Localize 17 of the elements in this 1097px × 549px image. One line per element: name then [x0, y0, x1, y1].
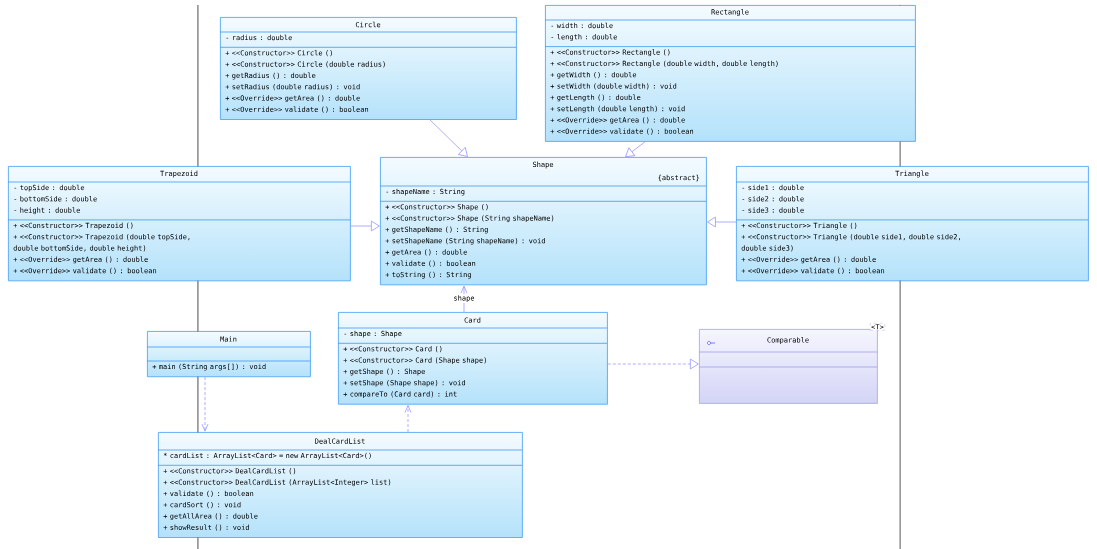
class-box — [379, 157, 707, 286]
class-box — [146, 331, 311, 378]
arrow — [707, 216, 737, 228]
arrow — [625, 141, 646, 157]
arrow — [460, 285, 468, 313]
class-box — [157, 432, 523, 538]
class-box — [7, 166, 351, 282]
arrow — [429, 119, 468, 157]
class-box — [337, 312, 608, 405]
class-box — [735, 166, 1089, 282]
arrow — [201, 376, 209, 432]
class-box — [544, 5, 916, 142]
class-box — [698, 323, 885, 404]
class-box — [219, 17, 517, 120]
arrow — [404, 405, 412, 433]
arrow — [607, 358, 699, 370]
arrow — [350, 220, 380, 232]
